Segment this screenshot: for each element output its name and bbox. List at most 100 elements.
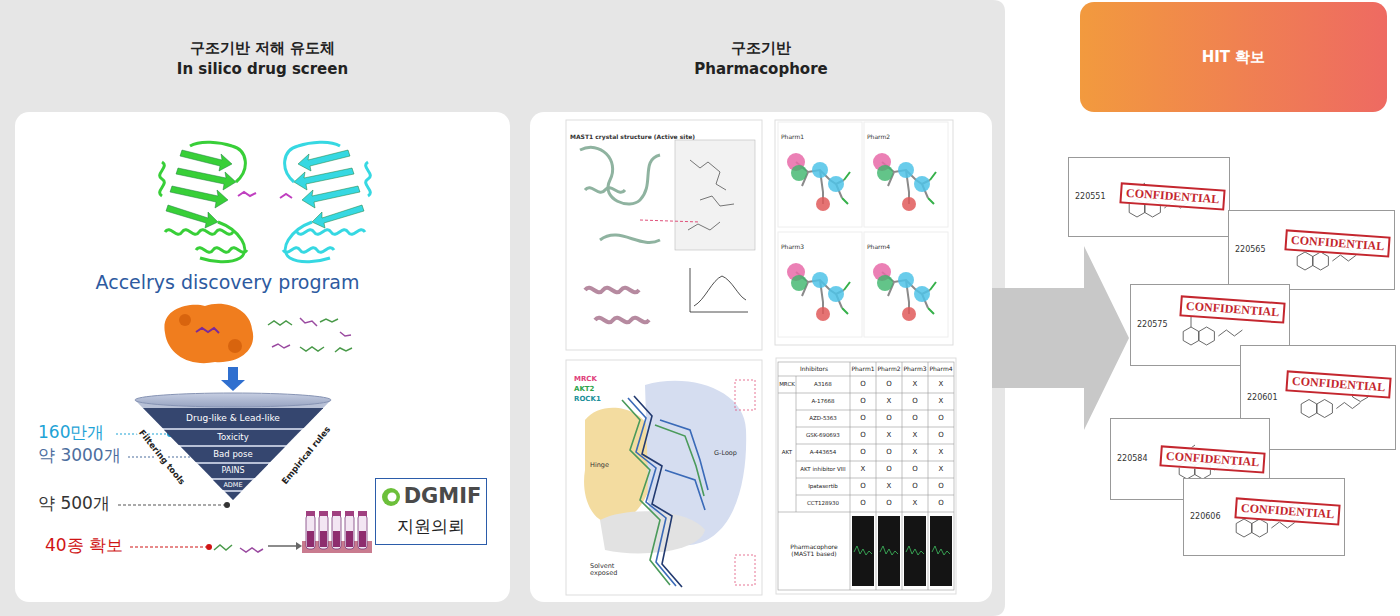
table-text: X [939,449,944,457]
pharmacophore-panel [778,122,948,337]
table-cell: CCT128930 [796,495,850,512]
label-box: 약 500개 [38,494,118,513]
table-cell: Pharm1 [850,362,876,376]
confidential-stamp: CONFIDENTIAL [1234,497,1341,525]
table-text: Ipatasertib [808,483,838,489]
table-text: O [938,415,944,423]
table-cell: Pharmacophore (MAST1 based) [778,512,850,590]
compound-id: 220551 [1075,192,1106,201]
logo-text: DGMIF [404,485,482,508]
table-cell: O [850,478,876,495]
test-tubes [358,511,367,516]
cmp-node: 220565CONFIDENTIAL [1228,210,1395,290]
inhibitor-table [778,362,954,590]
white-card [15,112,510,602]
table-text: O [886,381,892,389]
chain-bond [1332,255,1356,261]
test-tubes [333,531,340,547]
table-text: O [886,500,892,508]
down-arrow [221,380,245,391]
annotation-text: 약 500개 [38,494,110,513]
hit-molecules [214,545,232,550]
test-tubes [319,515,328,549]
table-cell: O [850,393,876,410]
table-text: MRCK [779,381,795,387]
pharmacophore-panel [775,120,953,345]
ligand-library [272,318,351,348]
table-cell: X [902,376,928,393]
annotation-text: Pharm3 [781,244,804,251]
table-cell: O [850,427,876,444]
gray-panel [0,0,1005,616]
ring-bond [1199,327,1215,345]
table-text: O [938,432,944,440]
table-text: Pharm3 [903,366,926,373]
confidential-stamp: CONFIDENTIAL [1179,295,1286,323]
flow-arrow [992,246,1129,430]
inhibitor-table [852,516,952,586]
funnel-band-label: ADME [223,482,242,489]
pharmacophore-panel [787,263,850,321]
pharmacophore-panel [778,232,862,337]
heading-wrap: 구조기반Pharmacophore [530,38,992,80]
logo-row: DGMIF [381,485,482,508]
protein-surface [164,304,253,363]
label-box: Solvent exposed [588,560,630,579]
pharmacophore-panel [787,153,850,211]
inhibitor-table [796,478,954,479]
table-cell: O [850,495,876,512]
ligand-library [268,318,352,352]
table-cell: X [928,376,954,393]
leader-lines [118,504,224,505]
table-cell: O [902,410,928,427]
heading-wrap: 구조기반 저해 유도체In silico drug screen [15,38,510,80]
table-cell: X [928,393,954,410]
leader-lines [224,502,230,508]
table-cell: Ipatasertib [796,478,850,495]
annotation-text: MRCK [572,376,599,384]
table-text: A-17668 [811,398,834,404]
table-text: O [886,415,892,423]
compound-id: 220575 [1137,320,1168,329]
chain-bond [1271,522,1295,528]
small-arrow [268,545,296,547]
table-text: X [913,381,918,389]
pharmacophore-panel [864,122,948,227]
pharmacophore-panel [864,232,948,337]
label-box: Pharm3 [781,234,821,253]
inhibitor-table [876,362,877,590]
table-cell: X [902,495,928,512]
binding-site-overlay [655,425,704,496]
dgmif-node: DGMIF지원의뢰 [375,478,487,545]
table-text: X [887,432,892,440]
down-arrow [228,367,238,380]
white-card [530,112,992,602]
label-box: MAST1 crystal structure (Active site) [570,124,755,143]
annotation-text: 160만개 [38,423,104,442]
crystal-structure-panel [580,147,660,242]
test-tubes [332,511,341,516]
protein-dimer [160,142,371,262]
protein-surface [228,339,242,353]
test-tubes [359,531,366,547]
funnel-band-label: PAINS [221,467,244,475]
table-text: O [860,415,866,423]
annotation-text: Pharm4 [867,244,890,251]
cmp-node: 220551CONFIDENTIAL [1068,157,1230,237]
binding-site-overlay [566,360,762,595]
annotation-text: AKT2 [572,386,597,394]
panel-heading: 구조기반 [530,38,992,59]
label-box: Pharm4 [867,234,907,253]
table-text: O [912,398,918,406]
table-text: O [886,449,892,457]
inhibitor-table [778,512,954,513]
table-text: Pharm4 [929,366,952,373]
table-cell: O [876,444,902,461]
dgmif-logo-icon [381,487,401,507]
table-cell: X [902,427,928,444]
ring-bond [1297,252,1313,270]
annotation-text: Hinge [588,462,611,469]
label-box: Hinge [588,452,618,471]
label-box: G-Loop [712,440,742,459]
